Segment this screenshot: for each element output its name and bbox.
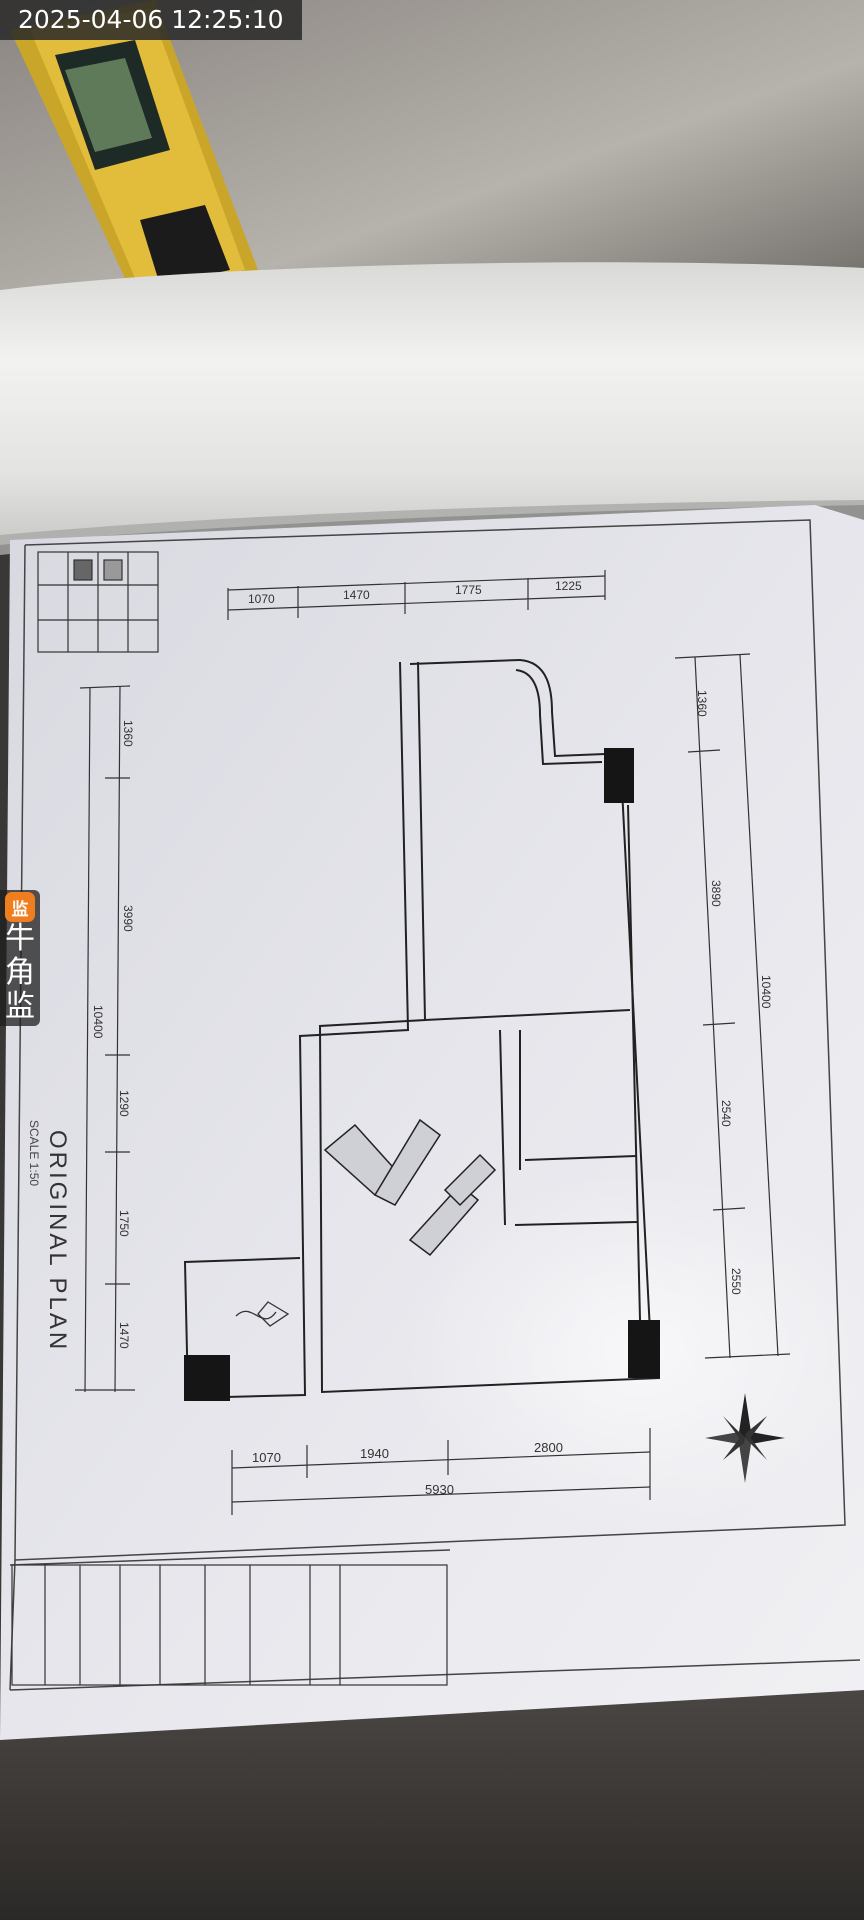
north-arrow-icon bbox=[705, 1393, 785, 1483]
watermark-brand-text: 牛角监 bbox=[5, 921, 35, 1024]
right-dim-3: 2540 bbox=[719, 1100, 733, 1127]
top-dimension-chain bbox=[227, 570, 606, 620]
right-dim-2: 3890 bbox=[709, 880, 723, 907]
spirit-level-tool bbox=[10, 0, 260, 300]
title-block-table bbox=[11, 1564, 448, 1686]
floor-plan-walls bbox=[183, 659, 661, 1400]
paper-roll bbox=[0, 262, 864, 545]
left-dim-5: 1470 bbox=[117, 1322, 131, 1349]
bottom-dimension-chain bbox=[231, 1428, 651, 1515]
top-dim-1: 1070 bbox=[248, 592, 275, 606]
timestamp-overlay: 2025-04-06 12:25:10 bbox=[0, 0, 302, 40]
watermark-logo-icon: 监 bbox=[5, 892, 35, 922]
right-dim-1: 1360 bbox=[695, 690, 709, 717]
left-dim-3: 1290 bbox=[117, 1090, 131, 1117]
left-dim-4: 1750 bbox=[117, 1210, 131, 1237]
structural-columns bbox=[184, 748, 660, 1401]
left-dim-total: 10400 bbox=[91, 1005, 105, 1039]
door-symbol bbox=[235, 1301, 290, 1327]
right-dim-total: 10400 bbox=[759, 975, 773, 1009]
left-dim-2: 3990 bbox=[121, 905, 135, 932]
watermark-badge: 监 牛角监 bbox=[0, 890, 40, 1026]
bottom-dim-3: 2800 bbox=[534, 1440, 563, 1455]
left-dimension-chain bbox=[75, 685, 135, 1393]
plan-scale: SCALE 1:50 bbox=[27, 1120, 41, 1186]
right-dimension-chain bbox=[674, 653, 791, 1359]
bottom-dim-2: 1940 bbox=[360, 1446, 389, 1461]
left-dim-1: 1360 bbox=[121, 720, 135, 747]
top-dim-2: 1470 bbox=[343, 588, 370, 602]
zigzag-partitions bbox=[323, 1118, 497, 1257]
right-dim-4: 2550 bbox=[729, 1268, 743, 1295]
top-dim-3: 1775 bbox=[455, 583, 482, 597]
plan-title: ORIGINAL PLAN bbox=[44, 1130, 71, 1352]
bottom-dim-1: 1070 bbox=[252, 1450, 281, 1465]
bottom-dim-total: 5930 bbox=[425, 1482, 454, 1497]
top-dim-4: 1225 bbox=[555, 579, 582, 593]
legend-box bbox=[37, 551, 159, 653]
plan-title-block: ORIGINAL PLAN SCALE 1:50 bbox=[27, 1120, 71, 1352]
